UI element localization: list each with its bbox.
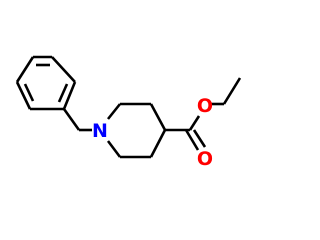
piperidine-bond (149, 103, 167, 131)
ethyl-bond (222, 77, 242, 105)
piperidine-bond (106, 140, 122, 158)
carbonyl-double-bond (192, 129, 207, 148)
carbonyl-oxygen-atom-label: O (197, 148, 213, 170)
benzene-bond (62, 81, 77, 110)
nitrogen-atom-label: N (92, 120, 108, 142)
benzene-ring (15, 55, 77, 111)
benzene-bond (15, 81, 32, 110)
piperidine-ring (106, 102, 167, 159)
carbonyl-double-bond (184, 129, 200, 151)
piperidine-bond (149, 129, 167, 158)
benzene-bond (15, 56, 35, 83)
ester-bond-carbonyl-to-o (188, 115, 201, 131)
benzene-inner-double-bond (23, 83, 35, 102)
ester-oxygen-atom-label: O (197, 95, 213, 117)
benzene-bond (51, 56, 76, 83)
benzyl-bond-ring-to-ch2 (62, 108, 81, 131)
ethyl-1-benzylpiperidine-4-carboxylate-structure: N O O (15, 55, 242, 170)
piperidine-bond (106, 103, 122, 120)
benzene-inner-double-bond (57, 83, 69, 103)
ester-group (165, 77, 242, 151)
